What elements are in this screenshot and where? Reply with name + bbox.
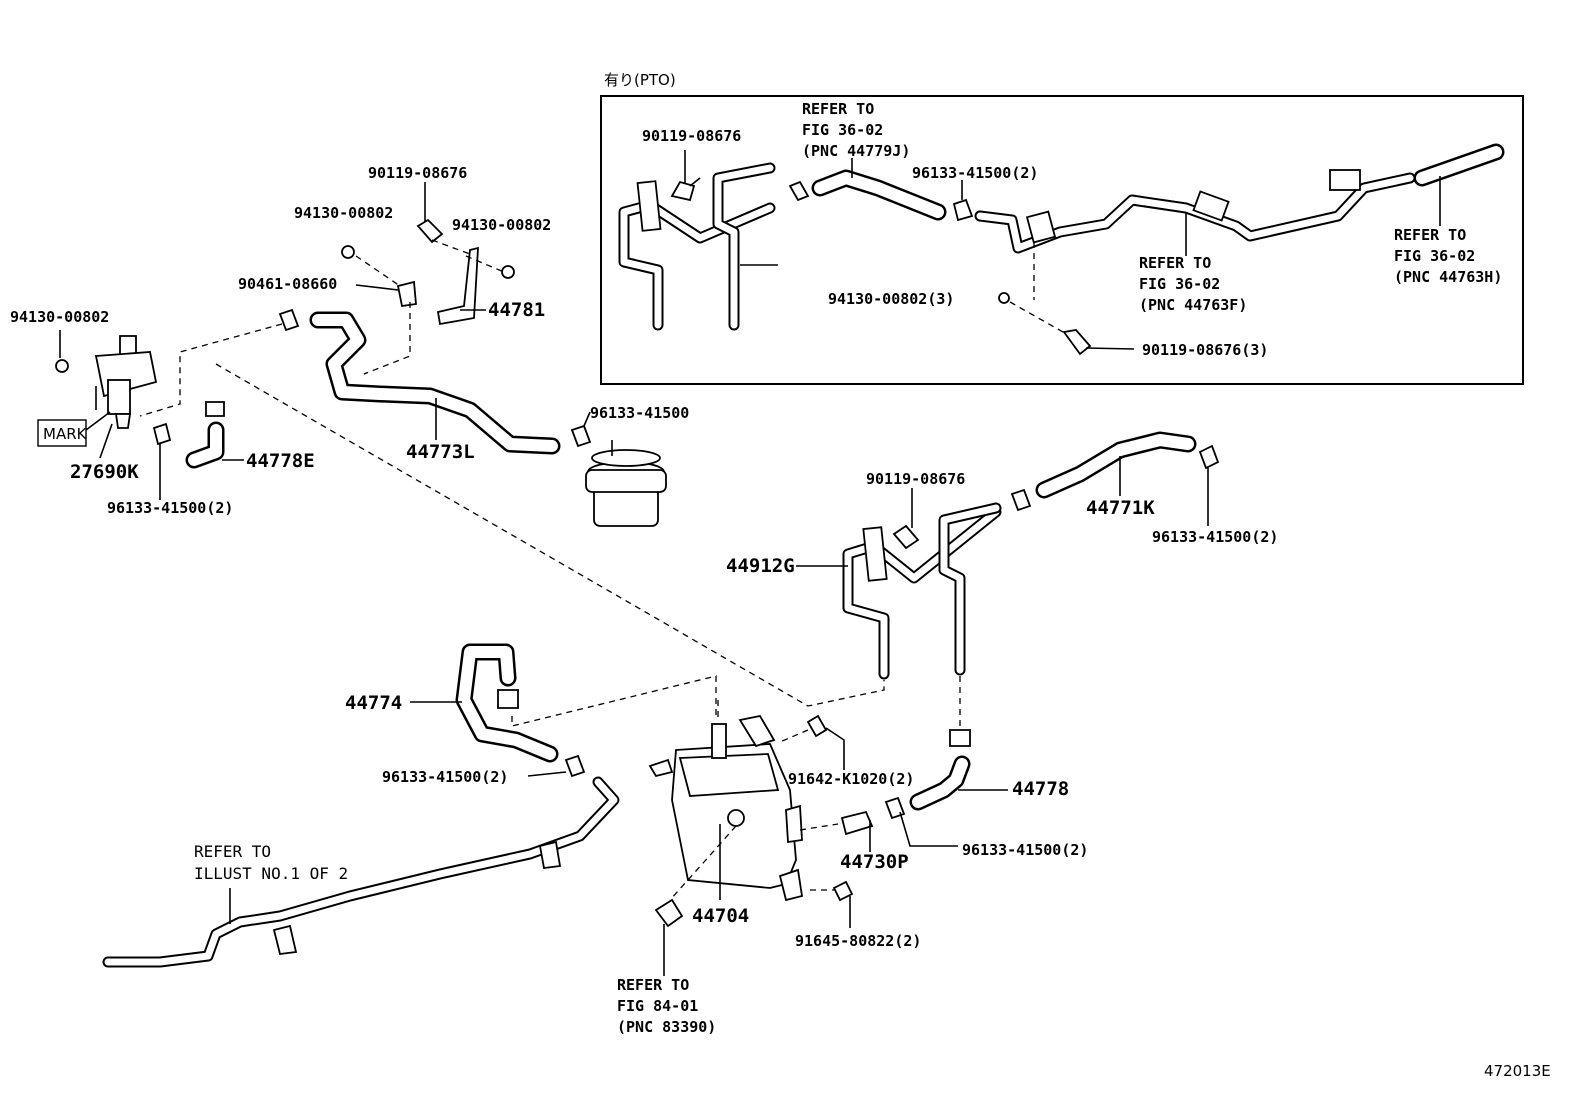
clamp-44778-label: 96133-41500(2)	[962, 841, 1088, 859]
pto-inset: 有り(PTO) 90119-08676 REFER TO FIG 36	[600, 71, 1524, 385]
pto-frame	[600, 95, 1524, 385]
hose-44771k	[1035, 431, 1197, 499]
pto-clip-1	[1025, 210, 1057, 244]
bolt-upper-label: 90119-08676	[368, 164, 467, 182]
hose-44774	[455, 643, 559, 763]
hose-44778-label: 44778	[1012, 778, 1069, 800]
bolt-91645-label: 91645-80822(2)	[795, 932, 921, 950]
pto-hose-44779j	[811, 158, 947, 221]
pto-refer-c-2: FIG 36-02	[1394, 247, 1475, 265]
clamp-44771k-label: 96133-41500(2)	[1152, 528, 1278, 546]
refer-illust-1: REFER TO	[194, 842, 271, 861]
nut-upper-left-label: 94130-00802	[294, 204, 393, 222]
bracket-44781-label: 44781	[488, 299, 545, 321]
pipe-clip-2	[272, 924, 298, 955]
fuel-filter-icon	[585, 440, 667, 527]
bolt-90461-label: 90461-08660	[238, 275, 337, 293]
bolt-91645-icon	[810, 880, 854, 902]
pto-pipe-44912g	[618, 162, 778, 331]
mark-box	[37, 419, 87, 447]
pto-nut-icon	[998, 292, 1010, 304]
bolt-91642-icon	[779, 714, 828, 743]
hose-44774-label: 44774	[345, 692, 402, 714]
tank-44704-icon	[648, 714, 804, 902]
pto-bolt-bottom-icon	[1062, 329, 1135, 356]
clamp-valve-label: 96133-41500(2)	[107, 499, 233, 517]
pto-clip-2	[1192, 190, 1230, 222]
hose-44771k-label: 44771K	[1086, 497, 1155, 519]
pto-clamp-a-icon	[788, 180, 810, 202]
pto-bolt-bottom-label: 90119-08676(3)	[1142, 341, 1268, 359]
clamp-valve-icon	[152, 422, 172, 500]
pto-refer-a-3: (PNC 44779J)	[802, 142, 910, 160]
bolt-91642-label: 91642-K1020(2)	[788, 770, 914, 788]
hose-44773l-label: 44773L	[406, 441, 475, 463]
mark-label: MARK	[43, 425, 88, 443]
pipe-clip-1	[538, 840, 562, 869]
pto-heading: 有り(PTO)	[604, 71, 676, 89]
refer-fig84-1: REFER TO	[617, 976, 689, 994]
pto-clamp-b-icon	[952, 180, 974, 222]
nut-valve-icon	[55, 359, 69, 373]
pto-clamp-label: 96133-41500(2)	[912, 164, 1038, 182]
clamp-44774-top-icon	[497, 689, 519, 709]
hose-44778e-label: 44778E	[246, 450, 315, 472]
nut-valve-label: 94130-00802	[10, 308, 109, 326]
valve-27690k-icon	[94, 335, 158, 429]
hose-44773l	[309, 311, 561, 455]
bolt-mid-label: 90119-08676	[866, 470, 965, 488]
union-44730p-icon	[799, 810, 874, 836]
pto-bracket	[636, 180, 662, 232]
tank-44704-label: 44704	[692, 905, 749, 927]
hose-44778e	[185, 401, 225, 469]
valve-27690k-label: 27690K	[70, 461, 139, 483]
sender-gauge-icon	[654, 898, 684, 928]
clamp-44774-label: 96133-41500(2)	[382, 768, 508, 786]
refer-illust-2: ILLUST NO.1 OF 2	[194, 864, 348, 883]
pto-refer-c-3: (PNC 44763H)	[1394, 268, 1502, 286]
clamp-filter-label: 96133-41500	[590, 404, 689, 422]
pto-bolt-top-label: 90119-08676	[642, 127, 741, 145]
pto-nut-label: 94130-00802(3)	[828, 290, 954, 308]
clamp-44771k-b-icon	[1198, 444, 1220, 526]
bolt-mid-icon	[892, 488, 920, 550]
pipe-44912g	[842, 502, 1002, 680]
pto-refer-b-3: (PNC 44763F)	[1139, 296, 1247, 314]
pto-refer-a-1: REFER TO	[802, 100, 874, 118]
pipe-44912g-label: 44912G	[726, 555, 795, 577]
diagram-id: 472013E	[1484, 1062, 1551, 1080]
bracket-44781-icon	[396, 246, 479, 326]
clamp-filter-icon	[570, 424, 592, 448]
nut-upper-right-label: 94130-00802	[452, 216, 551, 234]
bolt-upper-icon	[416, 182, 444, 244]
pto-refer-c-1: REFER TO	[1394, 226, 1466, 244]
clamp-44774-icon	[564, 754, 586, 778]
hose-44778	[909, 729, 971, 811]
clamp-44773l-icon	[278, 308, 300, 332]
refer-fig84-2: FIG 84-01	[617, 997, 698, 1015]
pto-clip-3	[1329, 169, 1361, 191]
pto-refer-b-2: FIG 36-02	[1139, 275, 1220, 293]
pto-bolt-top-icon	[670, 150, 701, 202]
pto-pipe-right	[974, 169, 1416, 256]
nut-upper-right-icon	[501, 265, 515, 279]
nut-upper-left-icon	[341, 245, 355, 259]
refer-fig84-3: (PNC 83390)	[617, 1018, 716, 1036]
pto-refer-b-1: REFER TO	[1139, 254, 1211, 272]
pto-hose-44763h	[1413, 143, 1505, 226]
clamp-44771k-a-icon	[1010, 488, 1032, 512]
union-44730p-label: 44730P	[840, 851, 909, 873]
pto-refer-a-2: FIG 36-02	[802, 121, 883, 139]
fuel-pipe-long	[102, 776, 620, 968]
